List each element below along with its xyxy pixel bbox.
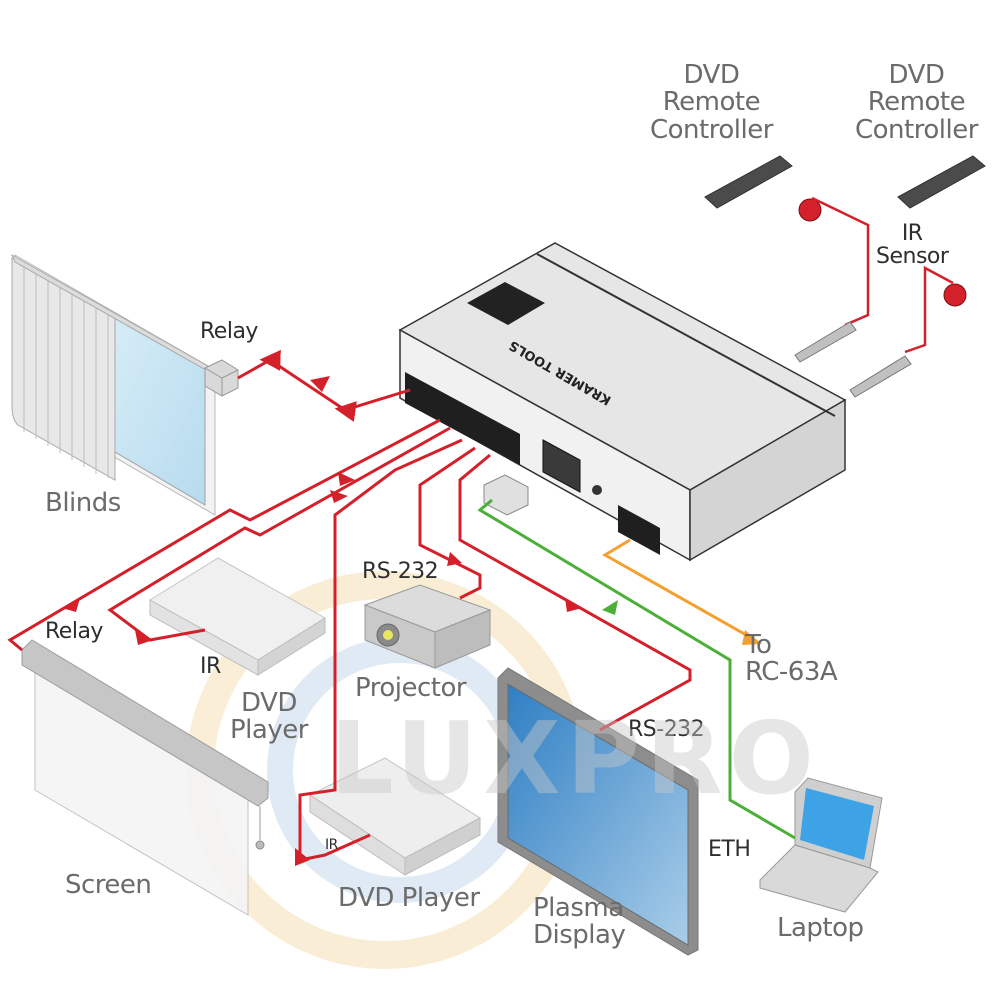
label-line: RC-63A — [745, 657, 838, 688]
label-line: IR — [901, 221, 923, 246]
arrow-blinds — [310, 376, 330, 392]
label-relay-screen: Relay — [45, 619, 103, 644]
label-ir-sensor: IR Sensor — [876, 221, 949, 270]
label-line: Plasma — [533, 893, 624, 923]
dvd-player-2 — [308, 757, 481, 876]
dvd-remote-controller-2 — [897, 155, 986, 209]
terminal-block-rs485 — [618, 505, 660, 555]
label-line: Controller — [855, 114, 978, 145]
cable-ir-dvd1 — [107, 426, 451, 642]
laptop — [759, 777, 883, 913]
label-blinds: Blinds — [45, 488, 121, 518]
label-rs232-plasma: RS-232 — [628, 717, 705, 742]
arrow-eth — [602, 600, 618, 615]
label-line: Remote — [867, 87, 966, 118]
arrow-dvd2 — [295, 848, 310, 866]
arrow-plasma — [565, 598, 582, 612]
cable-relay-blinds — [237, 349, 411, 422]
label-to-rc63a: To RC-63A — [745, 630, 838, 688]
ir-sensor-2 — [849, 265, 967, 398]
label-line: DVD — [241, 688, 297, 718]
label-line: Controller — [650, 114, 773, 145]
dvd-player-1 — [149, 557, 326, 676]
label-dvd-remote-1: DVD Remote Controller — [650, 60, 773, 145]
label-line: Player — [230, 715, 308, 746]
arrow-screen — [62, 598, 80, 612]
projection-screen — [21, 639, 269, 916]
cable-rs485-rc63a — [602, 538, 756, 642]
arrow-projector — [447, 552, 462, 566]
label-line: Sensor — [876, 244, 949, 270]
arrow-rc63a — [742, 630, 762, 645]
watermark-text: LUXPRO — [330, 700, 820, 817]
plasma-display — [497, 667, 699, 956]
ethernet-port[interactable] — [542, 439, 581, 493]
terminal-block-relay-ir — [405, 372, 520, 465]
ir-sensor-1 — [794, 196, 870, 363]
label-projector: Projector — [355, 673, 467, 703]
blinds-window — [10, 253, 221, 516]
label-line: Display — [533, 920, 626, 951]
cable-ir-dvd2 — [298, 438, 463, 862]
arrow-dvd1 — [135, 630, 153, 645]
label-line: DVD — [683, 60, 740, 90]
cable-relay-screen — [7, 418, 441, 652]
label-line: To — [745, 630, 772, 660]
label-rs232-projector: RS-232 — [362, 559, 439, 584]
label-eth: ETH — [708, 837, 751, 862]
label-dvd-player-2: DVD Player — [338, 883, 480, 913]
ethernet-coupler — [483, 474, 529, 516]
label-ir-dvd1: IR — [200, 654, 221, 679]
reset-button[interactable] — [592, 485, 602, 495]
kramer-logo-icon — [467, 282, 545, 325]
label-line: Remote — [662, 87, 761, 118]
label-plasma-display: Plasma Display — [533, 893, 626, 951]
dvd-remote-controller-1 — [704, 155, 793, 209]
blinds-relay-box — [204, 359, 239, 397]
arrow-relay-screen-top — [338, 472, 355, 486]
label-line: DVD — [888, 60, 945, 90]
cable-arrows — [62, 376, 762, 866]
label-laptop: Laptop — [777, 913, 864, 943]
label-relay-blinds: Relay — [200, 319, 258, 344]
label-ir-dvd2: IR — [325, 837, 338, 853]
label-dvd-remote-2: DVD Remote Controller — [855, 60, 978, 145]
cables — [7, 349, 796, 862]
label-dvd-player-1: DVD Player — [230, 688, 308, 746]
kramer-control-device: KRAMER TOOLS — [398, 242, 847, 562]
cable-eth-laptop — [477, 498, 796, 840]
label-screen: Screen — [65, 870, 152, 900]
arrow-relay-dvd1-top — [330, 490, 348, 503]
projector — [363, 584, 492, 669]
